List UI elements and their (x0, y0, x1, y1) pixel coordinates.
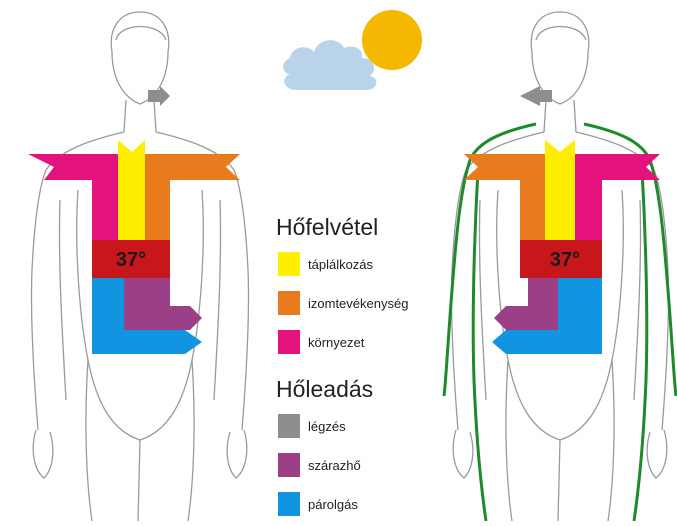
right-food-arrow (545, 140, 575, 240)
sun-icon (362, 10, 422, 70)
heat-loss-title: Hőleadás (276, 376, 373, 403)
legend-item-environment: környezet (278, 330, 364, 354)
legend-label-dryheat: szárazhő (308, 458, 361, 473)
legend-item-food: táplálkozás (278, 252, 373, 276)
left-dryheat-arrow (124, 278, 202, 330)
right-breathing-arrow (520, 86, 552, 106)
legend-label-environment: környezet (308, 335, 364, 350)
right-dryheat-arrow (494, 278, 558, 330)
legend-label-muscle: izomtevékenység (308, 296, 408, 311)
legend-item-breathing: légzés (278, 414, 346, 438)
legend-label-breathing: légzés (308, 419, 346, 434)
legend-label-food: táplálkozás (308, 257, 373, 272)
dryheat-swatch (278, 453, 300, 477)
legend-item-muscle: izomtevékenység (278, 291, 408, 315)
weather-group (283, 10, 422, 90)
left-temperature-label: 37° (116, 249, 146, 271)
left-muscle-arrow (145, 154, 240, 240)
right-environment-arrow (575, 154, 660, 240)
right-temperature-label: 37° (550, 249, 580, 271)
cloud-icon (283, 40, 376, 90)
environment-swatch (278, 330, 300, 354)
muscle-swatch (278, 291, 300, 315)
food-swatch (278, 252, 300, 276)
breathing-swatch (278, 414, 300, 438)
left-environment-arrow (28, 154, 118, 240)
legend-item-evaporation: párolgás (278, 492, 358, 516)
evaporation-swatch (278, 492, 300, 516)
legend-item-dryheat: szárazhő (278, 453, 361, 477)
left-food-arrow (118, 140, 145, 240)
heat-gain-title: Hőfelvétel (276, 214, 378, 241)
right-heat-flows: 37° (464, 86, 660, 354)
legend-label-evaporation: párolgás (308, 497, 358, 512)
